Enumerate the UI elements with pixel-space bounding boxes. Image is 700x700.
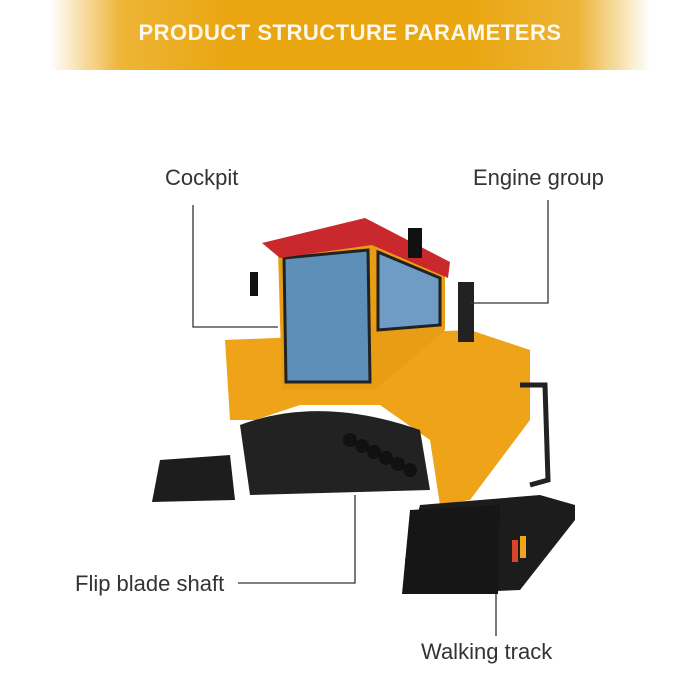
banner-title: PRODUCT STRUCTURE PARAMETERS [138,20,562,45]
mirror-right [408,228,422,258]
header-banner: PRODUCT STRUCTURE PARAMETERS [50,0,650,70]
label-walking-track: Walking track [421,639,553,664]
handrail [520,382,551,488]
reflector [520,536,526,558]
cab-roof [262,218,450,278]
engine-exhaust [458,282,474,342]
right-blade [402,505,500,594]
cab-windshield [282,248,372,384]
flip-blade-shaft-leader-line [238,495,356,584]
flip-blade-shaft [343,433,417,477]
cockpit-leader-line [192,205,278,328]
label-flip-blade-shaft: Flip blade shaft [75,571,225,596]
cab-side-window [376,249,442,332]
engine-group-leader-line [470,200,549,304]
label-engine-group: Engine group [473,165,604,190]
label-cockpit: Cockpit [165,165,239,190]
reflector [512,540,518,562]
rotor-arch [240,411,430,495]
left-blade [152,455,235,502]
mirror-left [250,272,258,296]
